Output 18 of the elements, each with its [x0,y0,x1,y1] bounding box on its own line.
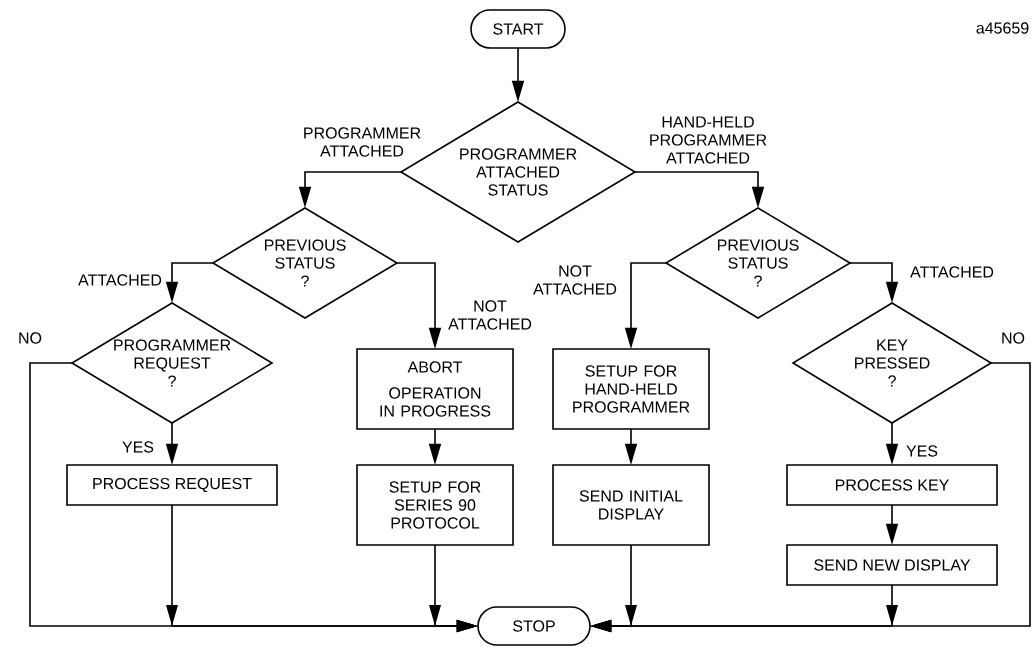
edge-label: NO [1002,332,1025,344]
process-box: ABORT OPERATION IN PROGRESS [356,348,514,430]
process-box: SETUP FOR HAND-HELD PROGRAMMER [552,348,710,430]
edge-label: PROGRAMMER ATTACHED [304,127,421,157]
edge-label: ATTACHED [910,266,994,278]
edge-label: HAND-HELD PROGRAMMER ATTACHED [650,116,767,164]
process-box: PROCESS REQUEST [66,464,278,506]
figure-number: a45659 [976,22,1029,34]
process-box: SEND INITIAL DISPLAY [552,464,710,546]
edge-label: NO [19,332,42,344]
process-box: SEND NEW DISPLAY [786,544,998,586]
edge-label: ATTACHED [78,274,162,286]
process-box: SETUP FOR SERIES 90 PROTOCOL [356,464,514,546]
edge-label: YES [122,441,154,453]
edge-label: NOT ATTACHED [448,300,532,330]
edge-label: NOT ATTACHED [533,265,617,295]
edge-label: YES [906,445,938,457]
process-box: PROCESS KEY [786,464,998,506]
